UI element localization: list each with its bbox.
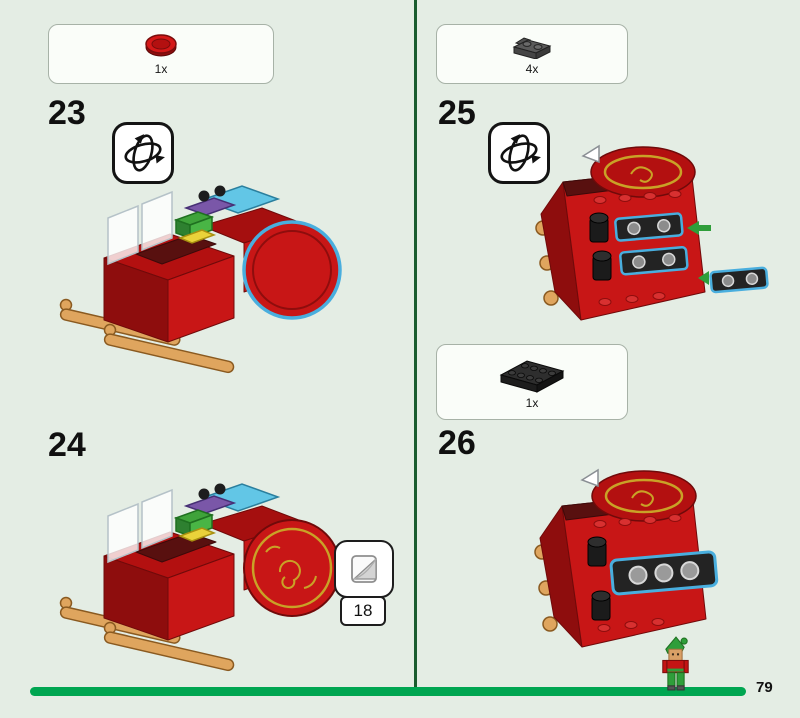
part-quantity: 1x: [154, 61, 168, 76]
black-canisters: [587, 536, 611, 621]
step-number-24: 24: [48, 426, 86, 464]
black-plate-2x4-icon: [499, 359, 565, 393]
windscreen-panels: [107, 488, 173, 564]
top-pieces: [173, 185, 281, 244]
rotate-model-box: [112, 122, 174, 184]
progress-bar: [30, 687, 746, 696]
dark-gray-clip-plate-icon: [512, 36, 552, 59]
step-number-23: 23: [48, 94, 86, 132]
mounted-grilles: [614, 212, 689, 276]
red-round-tile-icon: [145, 33, 177, 56]
step-23-illustration: [59, 185, 342, 374]
placement-arrow: [687, 221, 711, 235]
sleigh-drum-highlighted: [242, 220, 342, 320]
stud-row: [593, 190, 682, 306]
sticker-callout: [334, 540, 394, 598]
pennant: [581, 144, 600, 164]
page-number: 79: [756, 679, 773, 696]
parts-callout-step-26: 1x: [436, 344, 628, 420]
step-24-illustration: [59, 483, 345, 672]
drum-top: [591, 470, 697, 522]
rotate-model-icon: [500, 134, 541, 172]
rotate-model-box: [488, 122, 550, 184]
windscreen-panels: [107, 190, 173, 266]
parts-callout-step-23: 1x: [48, 24, 274, 84]
drum-top: [590, 146, 696, 198]
stud-row: [593, 514, 682, 632]
part-quantity: 4x: [525, 61, 539, 76]
step-25-illustration: [535, 144, 769, 321]
black-canisters: [589, 212, 612, 281]
step-26-illustration: [534, 468, 719, 648]
mounted-wide-grille: [609, 550, 719, 596]
parts-callout-step-25: 4x: [436, 24, 628, 84]
step-number-26: 26: [438, 424, 476, 462]
elf-minifigure: [662, 636, 689, 691]
rotate-model-icon: [124, 134, 165, 172]
pennant: [580, 468, 599, 488]
sticker-icon: [351, 555, 377, 583]
sticker-number: 18: [340, 596, 386, 626]
top-pieces: [173, 483, 281, 542]
step-number-25: 25: [438, 94, 476, 132]
part-quantity: 1x: [525, 395, 539, 410]
floating-grille: [709, 266, 769, 294]
placement-arrow: [698, 271, 709, 285]
column-divider: [414, 0, 417, 688]
sleigh-drum-sticker: [243, 519, 341, 617]
